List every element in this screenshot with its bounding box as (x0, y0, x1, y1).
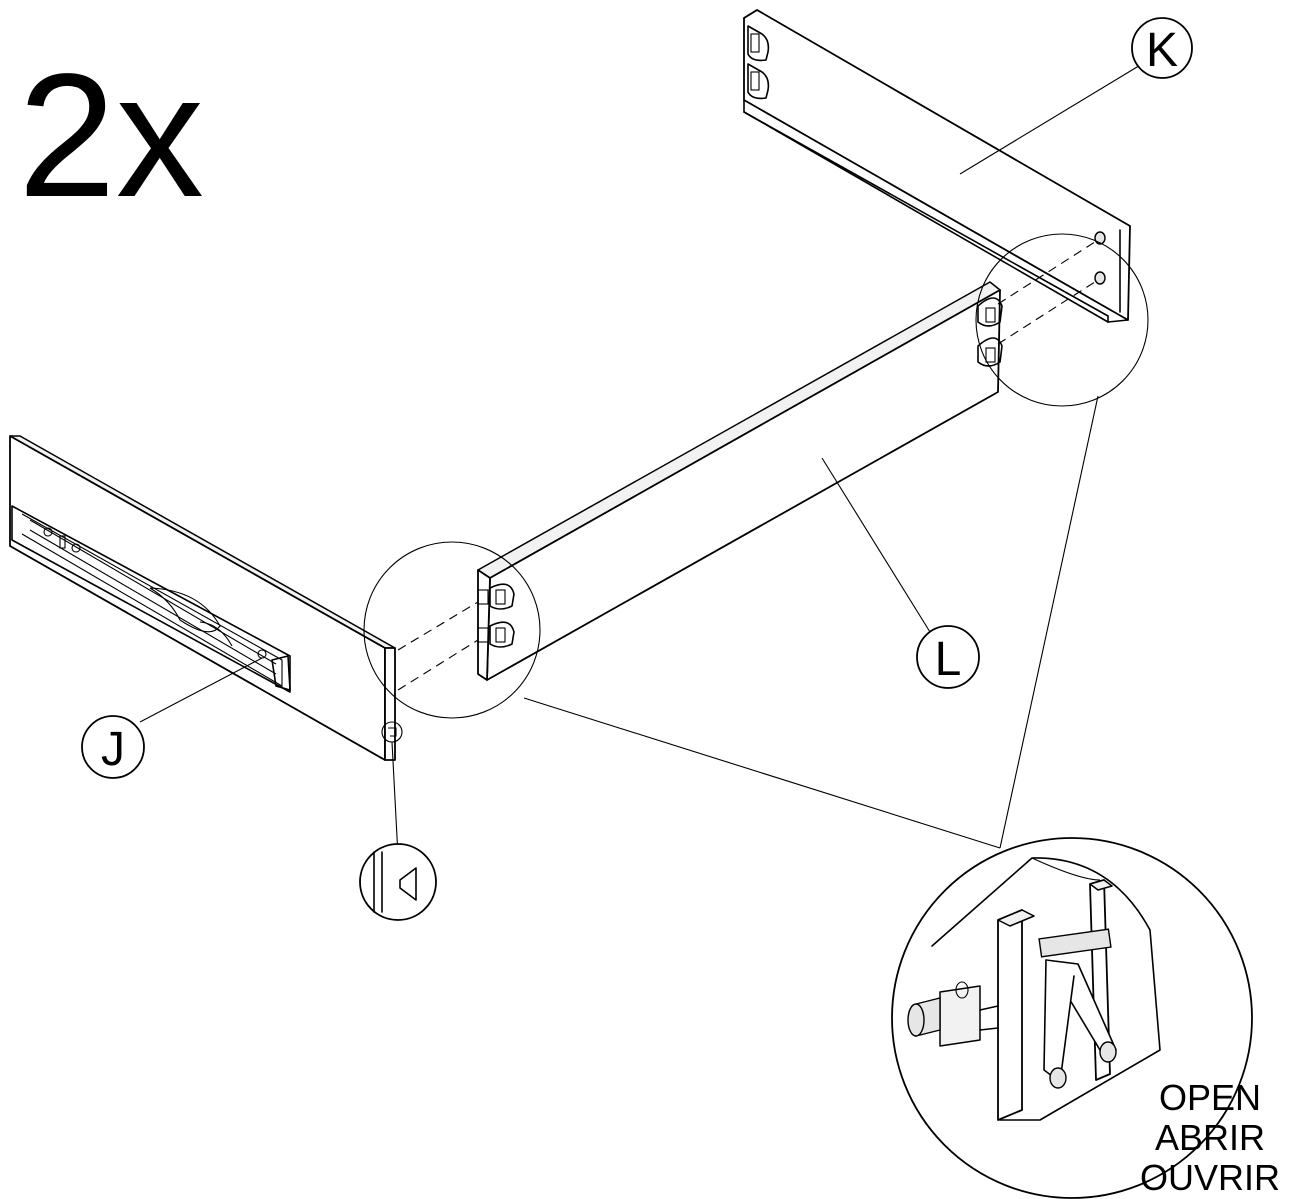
cam-fitting-k-upper (747, 25, 770, 62)
quantity-label: 2x (18, 38, 204, 234)
open-label-fr: OUVRIR (1140, 1157, 1280, 1198)
cam-fitting-l-left-lower (477, 621, 515, 648)
assembly-line-jl-lower (397, 639, 479, 691)
hole-detail-callout (359, 843, 437, 921)
panel-l (477, 281, 1003, 681)
cam-fitting-l-right-lower (977, 337, 1003, 367)
open-label-en: OPEN (1159, 1077, 1261, 1118)
cam-fitting-k-lower (747, 63, 770, 100)
label-k: K (1131, 17, 1193, 79)
assembly-line-kl-upper (997, 239, 1099, 305)
magnify-circle-right (975, 233, 1149, 407)
detail-pointer-right (999, 395, 1099, 849)
panel-j (9, 435, 403, 857)
panel-k (743, 9, 1143, 323)
assembly-line-jl-upper (397, 601, 479, 651)
cam-fitting-l-right-upper (977, 297, 1003, 327)
label-j: J (81, 715, 145, 779)
cam-fitting-l-left-upper (477, 583, 515, 610)
open-label-es: ABRIR (1155, 1117, 1265, 1158)
detail-pointer-left (523, 697, 1001, 849)
svg-text:J: J (101, 723, 125, 776)
svg-text:K: K (1146, 24, 1178, 77)
cam-lock-detail: OPEN ABRIR OUVRIR (891, 837, 1280, 1199)
magnify-circle-left (363, 541, 541, 719)
drawer-slide (11, 505, 291, 693)
label-l: L (916, 625, 980, 689)
cam-lever (1038, 928, 1117, 1089)
svg-text:L: L (935, 633, 962, 686)
connector-bolt (907, 981, 999, 1047)
assembly-line-kl-lower (997, 279, 1099, 345)
